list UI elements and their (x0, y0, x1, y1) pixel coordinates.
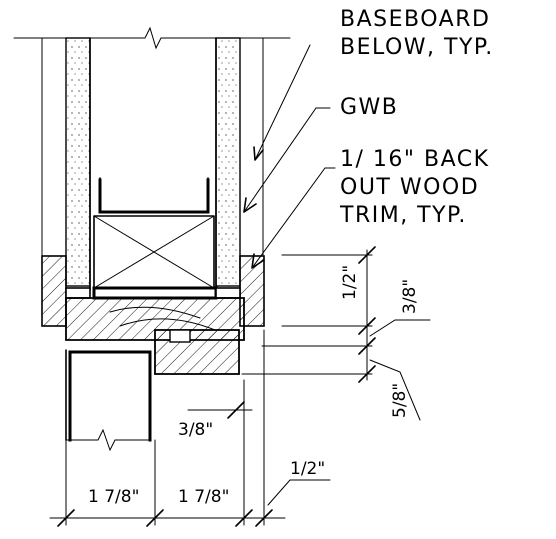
baseboard-trim (41, 255, 265, 327)
dim-width-left: 1 7/8" (88, 487, 139, 507)
stud-channel (98, 177, 210, 214)
dim-width-center: 1 7/8" (178, 487, 229, 507)
note-trim-line1: 1/ 16" BACK (340, 147, 490, 172)
dim-three-eighths-bottom: 3/8" (178, 420, 213, 440)
vertical-dimensions (241, 246, 431, 421)
dim-three-eighths-right: 3/8" (400, 279, 420, 314)
note-trim-line2: OUT WOOD (340, 175, 479, 200)
top-break-line (13, 26, 291, 50)
note-trim-line3: TRIM, TYP. (339, 203, 467, 228)
dim-half-top: 1/2" (340, 265, 360, 300)
dim-five-eighths: 5/8" (390, 383, 410, 418)
wall-assembly (41, 37, 264, 291)
horizontal-dimensions (49, 329, 331, 527)
note-baseboard-line2: BELOW, TYP. (340, 35, 494, 60)
door-jamb (65, 349, 152, 452)
wood-sill (65, 297, 245, 375)
wood-blocking (92, 215, 218, 300)
dim-half-right: 1/2" (290, 459, 325, 479)
leader-lines (243, 44, 336, 269)
note-baseboard-line1: BASEBOARD (340, 7, 490, 32)
note-gwb: GWB (340, 95, 398, 120)
